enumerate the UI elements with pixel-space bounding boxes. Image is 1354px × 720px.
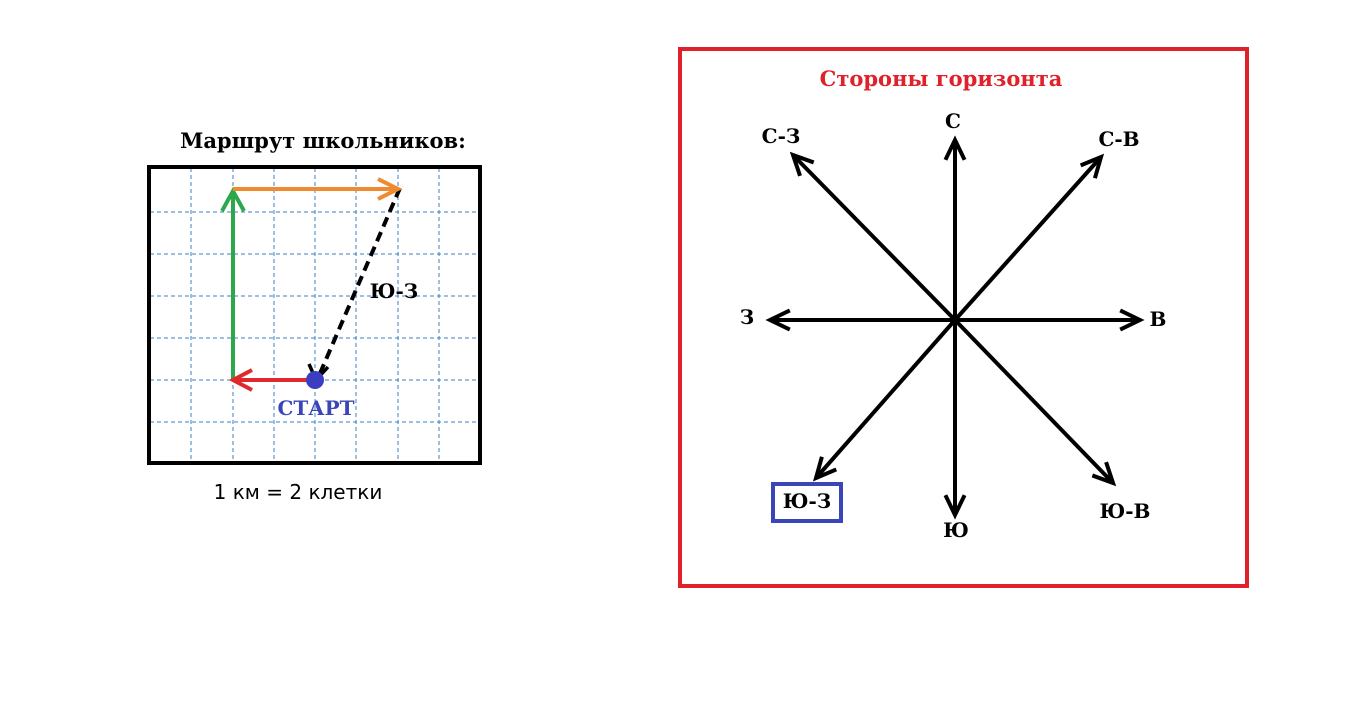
route-panel: Маршрут школьников: СТАРТ Ю-З 1 км xyxy=(147,128,482,504)
return-segment-label: Ю-З xyxy=(370,279,418,303)
north-segment xyxy=(220,186,246,380)
label-north: С xyxy=(945,109,961,133)
west-segment xyxy=(228,368,312,392)
compass-labels: С С-В В Ю-В Ю Ю-З З С-З xyxy=(740,109,1167,542)
label-north-west: С-З xyxy=(762,124,801,148)
label-south-east: Ю-В xyxy=(1100,499,1151,523)
west-arrowhead xyxy=(228,368,253,392)
route-title: Маршрут школьников: xyxy=(180,128,466,153)
arrowhead-west xyxy=(765,308,791,332)
scale-note: 1 км = 2 клетки xyxy=(214,480,383,504)
label-west: З xyxy=(740,305,754,329)
highlight-box-sw xyxy=(771,482,843,523)
east-segment xyxy=(233,177,403,201)
label-north-east: С-В xyxy=(1098,127,1139,151)
label-south-west: Ю-З xyxy=(783,489,831,513)
arrow-south-west xyxy=(814,318,957,480)
start-dot xyxy=(306,371,324,389)
arrowhead-north-east xyxy=(1079,153,1105,179)
arrow-north-east xyxy=(953,155,1103,322)
arrowhead-south-east xyxy=(1091,461,1117,487)
compass-arrows xyxy=(765,135,1145,520)
arrowhead-south xyxy=(943,494,967,520)
east-arrowhead xyxy=(377,177,403,201)
arrowhead-north-west xyxy=(789,151,815,177)
compass-frame xyxy=(678,47,1249,588)
compass-panel: Стороны горизонта С С-В В Ю-В Ю Ю-З З С-… xyxy=(678,47,1249,588)
return-line xyxy=(316,187,402,379)
arrowhead-north xyxy=(943,135,967,161)
arrowhead-south-west xyxy=(812,456,838,482)
arrow-north-west xyxy=(791,153,957,322)
start-label: СТАРТ xyxy=(277,396,354,420)
label-east: В xyxy=(1150,307,1167,331)
route-map-frame xyxy=(147,165,482,465)
compass-title: Стороны горизонта xyxy=(820,66,1063,91)
label-south: Ю xyxy=(943,518,969,542)
arrowhead-east xyxy=(1119,308,1145,332)
arrow-south-east xyxy=(953,318,1115,485)
